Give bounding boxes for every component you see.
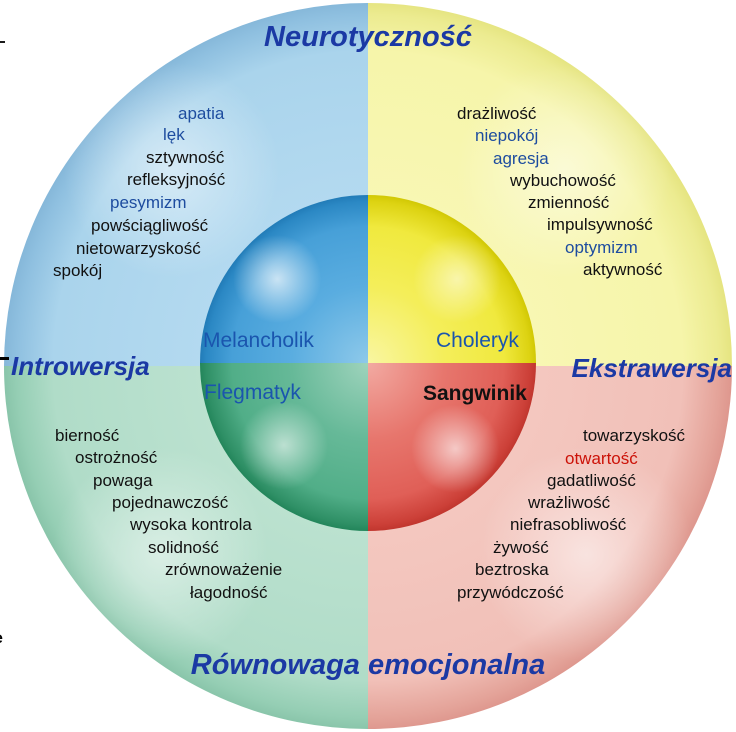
temperament-label-choleric: Choleryk [436, 329, 519, 352]
edge-artifact-glyph: e [0, 630, 3, 648]
trait-label: nietowarzyskość [76, 239, 201, 258]
trait-label: ostrożność [75, 448, 158, 467]
trait-label: refleksyjność [127, 170, 226, 189]
trait-label: optymizm [565, 238, 638, 257]
trait-label: niepokój [475, 126, 539, 145]
trait-label: gadatliwość [547, 471, 636, 490]
trait-label: drażliwość [457, 104, 537, 123]
trait-label: bierność [55, 426, 120, 445]
trait-label: lęk [163, 125, 185, 144]
trait-label: przywódczość [457, 583, 564, 602]
axis-label-emotional-stability: Równowaga emocjonalna [190, 649, 546, 681]
trait-label: zmienność [528, 193, 610, 212]
trait-label: zrównoważenie [165, 560, 283, 579]
trait-label: otwartość [565, 449, 638, 468]
temperament-label-melancholic: Melancholik [203, 329, 314, 352]
axis-label-introversion: Introwersja [11, 351, 150, 381]
inner-quadrant-choleric [368, 195, 536, 363]
trait-label: impulsywność [547, 215, 653, 234]
inner-quadrant-phlegmatic [200, 363, 368, 531]
trait-label: towarzyskość [583, 426, 686, 445]
trait-label: powaga [93, 471, 153, 490]
trait-label: aktywność [583, 260, 663, 279]
trait-label: powściągliwość [91, 216, 209, 235]
trait-label: beztroska [475, 560, 549, 579]
trait-label: łagodność [190, 583, 268, 602]
trait-label: wysoka kontrola [130, 515, 252, 534]
trait-label: pesymizm [110, 193, 187, 212]
trait-label: sztywność [146, 148, 225, 167]
trait-label: agresja [493, 149, 549, 168]
inner-quadrant-melancholic [200, 195, 368, 363]
inner-quadrant-sanguine [368, 363, 536, 531]
trait-label: pojednawczość [112, 493, 229, 512]
axis-label-extraversion: Ekstrawersja [571, 353, 732, 383]
edge-tick-mark [0, 357, 9, 360]
outer-circle [4, 3, 732, 729]
edge-tick-mark-small [0, 41, 5, 43]
trait-label: solidność [148, 538, 219, 557]
temperament-label-sanguine: Sangwinik [423, 382, 527, 405]
inner-circle [200, 195, 536, 531]
trait-label: żywość [493, 538, 549, 557]
trait-label: niefrasobliwość [510, 515, 627, 534]
trait-label: wrażliwość [528, 493, 611, 512]
trait-label: apatia [178, 104, 225, 123]
trait-label: wybuchowość [510, 171, 616, 190]
trait-label: spokój [53, 261, 103, 280]
axis-label-neuroticism: Neurotyczność [264, 21, 472, 53]
temperament-label-phlegmatic: Flegmatyk [204, 381, 301, 404]
